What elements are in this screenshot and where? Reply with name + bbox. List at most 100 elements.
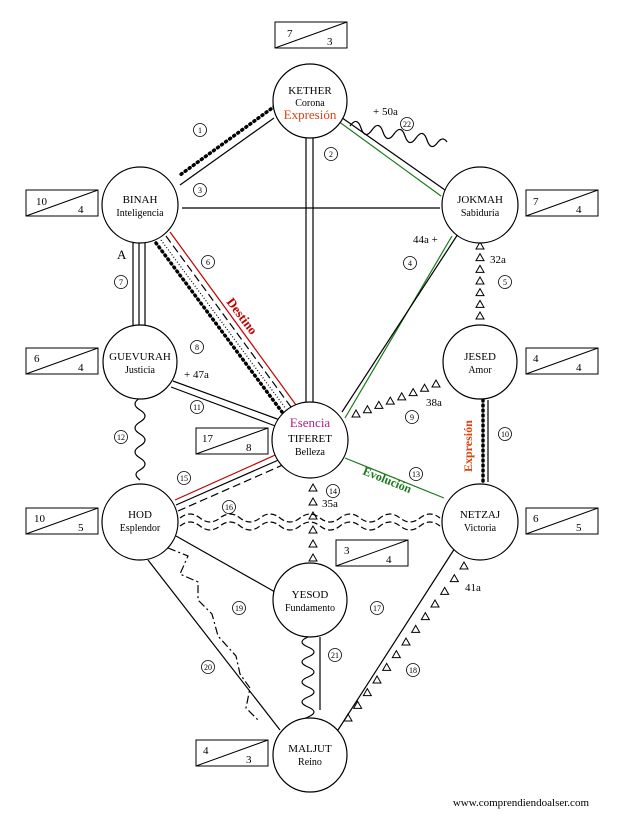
label-47a: + 47a <box>184 369 209 381</box>
path-15-a <box>175 457 284 506</box>
triangle-chain-netzaj-maljut-triangle <box>381 662 392 671</box>
box-hod-bottom: 5 <box>78 522 84 534</box>
label-evolucion: Evolución <box>361 464 414 496</box>
triangle-chain-jokmah-jesed-triangle <box>475 310 485 320</box>
svg-text:20: 20 <box>204 663 212 672</box>
box-yesod-top: 3 <box>344 545 350 557</box>
jesed-name: JESED <box>464 351 496 363</box>
triangle-chain-netzaj-maljut-triangle <box>362 687 373 697</box>
kether-sub: Corona <box>295 98 325 109</box>
label-expresion-side: Expresión <box>461 420 475 472</box>
jokmah-name: JOKMAH <box>457 194 503 206</box>
path-number-12: 12 <box>114 430 128 444</box>
box-netzaj-bottom: 5 <box>576 522 582 534</box>
box-kether-bottom: 3 <box>327 36 333 48</box>
path-16-wavy-b <box>179 521 441 531</box>
path-binah-tiferet-line <box>318 224 440 404</box>
path-11-b <box>170 386 279 428</box>
node-maljut <box>272 717 348 793</box>
box-tiferet: 17 8 <box>195 427 269 455</box>
path-number-20: 20 <box>201 660 215 674</box>
path-15-b <box>177 463 286 512</box>
triangle-chain-jesed-tiferet <box>351 378 441 418</box>
path-16-wavy-a <box>179 513 441 523</box>
path-11-a <box>172 380 281 421</box>
triangle-chain-netzaj-maljut-triangle <box>430 598 440 608</box>
triangle-chain-tiferet-yesod-triangle <box>308 482 318 492</box>
triangle-chain-netzaj-maljut-triangle <box>459 560 469 570</box>
triangle-chain-jesed-tiferet-triangle <box>362 404 373 414</box>
jokmah-sub: Sabiduría <box>461 208 500 219</box>
box-guevurah-top: 6 <box>34 353 40 365</box>
path-number-9: 9 <box>405 410 419 424</box>
path-20-dashdot <box>167 547 259 721</box>
path-number-22: 22 <box>400 117 414 131</box>
box-jesed: 4 4 <box>525 347 599 375</box>
netzaj-sub: Victoria <box>464 523 497 534</box>
path-number-16: 16 <box>222 500 236 514</box>
path-number-13: 13 <box>409 467 423 481</box>
box-yesod-bottom: 4 <box>386 554 392 566</box>
triangle-chain-tiferet-yesod-triangle <box>308 524 318 534</box>
svg-text:19: 19 <box>235 604 243 613</box>
box-maljut-bottom: 3 <box>246 754 252 766</box>
path-number-8: 8 <box>190 340 204 354</box>
box-jokmah-bottom: 4 <box>576 204 582 216</box>
svg-text:16: 16 <box>225 503 233 512</box>
path-1-kether-binah <box>178 104 277 177</box>
triangle-chain-netzaj-maljut-triangle <box>449 573 460 583</box>
box-kether-top: 7 <box>287 28 293 40</box>
triangle-chain-jesed-tiferet-triangle <box>408 387 419 397</box>
box-jesed-bottom: 4 <box>576 362 582 374</box>
triangle-chain-jesed-tiferet-triangle <box>385 396 396 405</box>
triangle-chain-jesed-tiferet-triangle <box>373 400 384 409</box>
yesod-name: YESOD <box>292 589 329 601</box>
path-kether-jokmah-green <box>337 120 442 197</box>
guevurah-name: GUEVURAH <box>109 351 171 363</box>
triangle-chain-netzaj-maljut-triangle <box>420 611 431 621</box>
box-guevurah-bottom: 4 <box>78 362 84 374</box>
path-6-dotted <box>154 241 284 414</box>
node-netzaj <box>441 483 519 561</box>
path-4-black <box>341 233 459 413</box>
path-20-hod-maljut <box>147 559 281 731</box>
svg-text:21: 21 <box>331 651 339 660</box>
path-destino-dot <box>160 239 287 410</box>
maljut-name: MALJUT <box>288 743 332 755</box>
path-number-5: 5 <box>498 275 512 289</box>
box-binah-bottom: 4 <box>78 204 84 216</box>
maljut-sub: Reino <box>298 757 322 768</box>
triangle-chain-jokmah-jesed-triangle <box>475 252 485 262</box>
netzaj-name: NETZAJ <box>460 509 501 521</box>
triangle-chain-jokmah-jesed-triangle <box>475 264 485 273</box>
path-19-hod-yesod <box>175 535 276 593</box>
node-jesed <box>442 324 518 400</box>
triangle-chain-tiferet-yesod <box>308 482 318 562</box>
triangle-chain-netzaj-maljut-triangle <box>343 712 353 722</box>
svg-text:15: 15 <box>180 474 188 483</box>
node-hod <box>101 483 179 561</box>
box-yesod: 3 4 <box>335 539 409 567</box>
box-tiferet-top: 17 <box>202 433 214 445</box>
svg-text:1: 1 <box>198 126 202 135</box>
hod-name: HOD <box>128 509 152 521</box>
label-44a: 44a + <box>413 234 438 246</box>
path-destino-red <box>169 231 297 406</box>
triangle-chain-jokmah-jesed-triangle <box>475 275 485 285</box>
triangle-chain-tiferet-yesod-triangle <box>308 552 318 562</box>
box-netzaj-top: 6 <box>533 513 539 525</box>
label-esencia: Esencia <box>290 415 331 430</box>
path-kether-jokmah-black <box>337 114 446 191</box>
box-binah-top: 10 <box>36 196 48 208</box>
triangle-chain-jesed-tiferet-triangle <box>419 383 430 392</box>
path-number-2: 2 <box>324 147 338 161</box>
svg-text:8: 8 <box>195 343 199 352</box>
path-number-11: 11 <box>190 400 204 414</box>
triangle-chain-netzaj-maljut-triangle <box>410 624 421 633</box>
path-number-10: 10 <box>498 427 512 441</box>
box-jokmah: 7 4 <box>525 189 599 217</box>
path-17-netzaj-maljut <box>337 547 456 731</box>
path-number-19: 19 <box>232 601 246 615</box>
